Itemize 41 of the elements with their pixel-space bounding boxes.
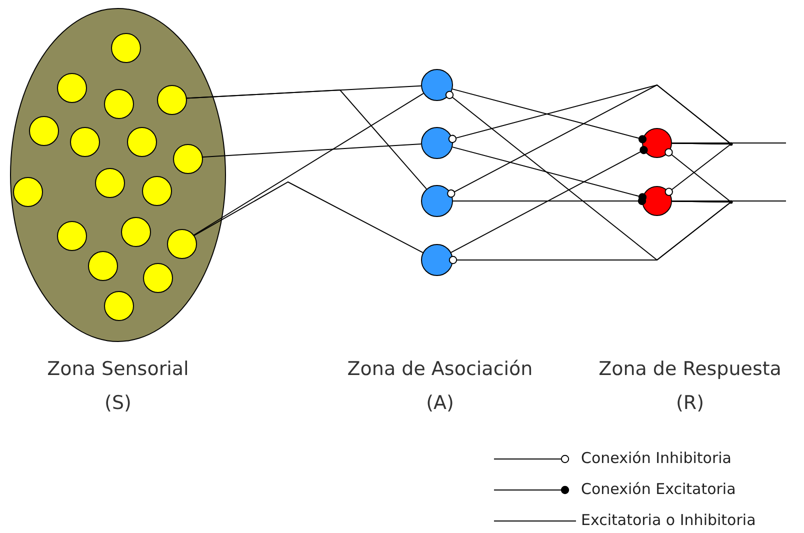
sensory-unit-circle <box>157 85 187 115</box>
connection-line <box>450 146 648 253</box>
connection-line <box>664 148 732 203</box>
sensory-unit-circle <box>143 263 173 293</box>
connection-line <box>193 92 424 236</box>
zone-label: Zona de Asociación (A) <box>346 357 534 416</box>
sensory-unit-circle <box>104 89 134 119</box>
connection-line <box>185 89 427 190</box>
connection-line <box>447 84 732 198</box>
connection-line <box>664 142 732 196</box>
sensory-unit-circle <box>167 229 197 259</box>
sensory-unit-circle <box>121 217 151 247</box>
sensory-unit-circle <box>173 144 203 174</box>
connection-line <box>672 200 786 202</box>
sensory-unit-circle <box>104 291 134 321</box>
legend-text: Conexión Inhibitoria <box>581 449 732 467</box>
sensory-unit-circle <box>95 168 125 198</box>
connection-line <box>452 88 647 144</box>
sensory-unit-circle <box>127 127 157 157</box>
sensory-unit-circle <box>29 116 59 146</box>
association-unit-circle <box>421 127 453 159</box>
association-unit-circle <box>421 69 453 101</box>
sensory-unit-circle <box>111 33 141 63</box>
connection-line <box>452 146 647 202</box>
connection-line <box>672 142 786 144</box>
sensory-unit-circle <box>57 221 87 251</box>
sensory-unit-circle <box>70 127 100 157</box>
connection-line <box>201 143 422 158</box>
legend-text: Conexión Excitatoria <box>581 480 736 498</box>
zone-label: Zona de Respuesta (R) <box>598 357 782 416</box>
association-unit-circle <box>421 244 453 276</box>
sensory-unit-circle <box>57 73 87 103</box>
sensory-unit-circle <box>88 251 118 281</box>
connection-line <box>452 196 646 206</box>
zone-label: Zona Sensorial (S) <box>46 357 190 416</box>
sensory-unit-circle <box>13 177 43 207</box>
association-unit-circle <box>421 185 453 217</box>
connection-line <box>194 181 424 254</box>
sensory-unit-circle <box>142 176 172 206</box>
legend-text: Excitatoria o Inhibitoria <box>581 511 756 529</box>
connection-line <box>448 200 732 264</box>
